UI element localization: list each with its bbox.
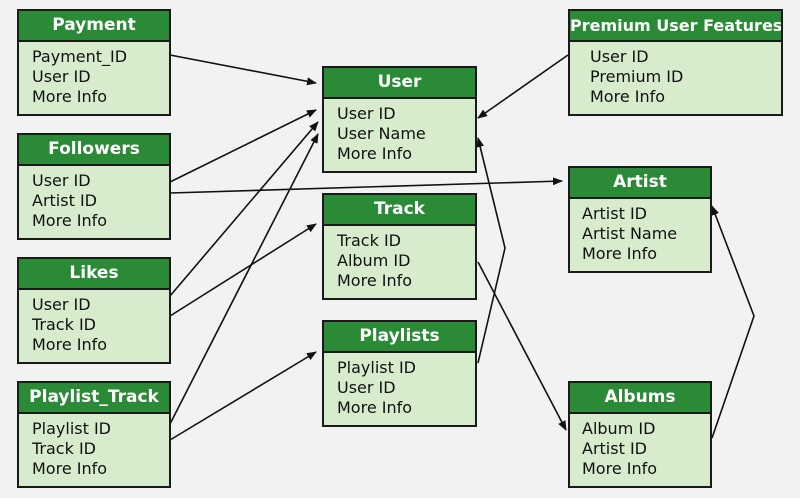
- entity-likes[interactable]: Likes User ID Track ID More Info: [17, 257, 171, 364]
- attribute: Playlist ID: [32, 419, 111, 438]
- attribute: User ID: [32, 295, 91, 314]
- entity-title: Premium User Features: [570, 11, 781, 42]
- attribute: More Info: [337, 271, 413, 290]
- attribute: Album ID: [582, 419, 656, 438]
- attribute: Premium ID: [590, 67, 684, 86]
- entity-playlists[interactable]: Playlists Playlist ID User ID More Info: [322, 320, 477, 427]
- entity-followers[interactable]: Followers User ID Artist ID More Info: [17, 133, 171, 240]
- link-followers-artist: [169, 177, 563, 194]
- attribute: User ID: [32, 67, 91, 86]
- attribute: Artist ID: [582, 204, 647, 223]
- entity-title: Payment: [19, 11, 169, 42]
- attribute: More Info: [32, 87, 108, 106]
- attribute: More Info: [590, 87, 666, 106]
- entity-title: Playlists: [324, 322, 475, 353]
- link-playlisttrack-playlists: [169, 351, 317, 441]
- attribute: More Info: [32, 459, 108, 478]
- attribute: Payment_ID: [32, 47, 128, 66]
- attribute: User Name: [337, 124, 426, 143]
- entity-title: Likes: [19, 259, 169, 290]
- link-likes-user: [169, 121, 319, 297]
- attribute: User ID: [590, 47, 649, 66]
- link-playlists-user: [476, 137, 506, 364]
- link-albums-artist: [711, 205, 755, 439]
- entity-track[interactable]: Track Track ID Album ID More Info: [322, 193, 477, 300]
- attribute: Track ID: [32, 315, 96, 334]
- entity-albums[interactable]: Albums Album ID Artist ID More Info: [568, 381, 712, 488]
- link-track-albums: [477, 261, 567, 431]
- attribute: Album ID: [337, 251, 411, 270]
- link-likes-track: [169, 223, 317, 317]
- link-premium-user: [477, 54, 569, 119]
- entity-premium-user-features[interactable]: Premium User Features User ID Premium ID…: [568, 9, 783, 116]
- attribute: User ID: [337, 378, 396, 397]
- entity-title: Track: [324, 195, 475, 226]
- attribute: Playlist ID: [337, 358, 416, 377]
- attribute: Artist ID: [582, 439, 647, 458]
- attribute: User ID: [32, 171, 91, 190]
- attribute: More Info: [582, 459, 658, 478]
- link-followers-user: [169, 109, 317, 183]
- entity-title: Playlist_Track: [19, 383, 169, 414]
- attribute: User ID: [337, 104, 396, 123]
- attribute: Artist ID: [32, 191, 97, 210]
- attribute: Track ID: [337, 231, 401, 250]
- attribute: More Info: [32, 335, 108, 354]
- entity-title: Artist: [570, 168, 710, 199]
- entity-payment[interactable]: Payment Payment_ID User ID More Info: [17, 9, 171, 116]
- entity-user[interactable]: User User ID User Name More Info: [322, 66, 477, 173]
- attribute: More Info: [32, 211, 108, 230]
- entity-artist[interactable]: Artist Artist ID Artist Name More Info: [568, 166, 712, 273]
- attribute: Artist Name: [582, 224, 678, 243]
- attribute: More Info: [582, 244, 658, 263]
- entity-title: User: [324, 68, 475, 99]
- attribute: Track ID: [32, 439, 96, 458]
- entity-title: Followers: [19, 135, 169, 166]
- link-playlisttrack-user: [169, 133, 319, 425]
- attribute: More Info: [337, 144, 413, 163]
- entity-title: Albums: [570, 383, 710, 414]
- entity-playlist-track[interactable]: Playlist_Track Playlist ID Track ID More…: [17, 381, 171, 488]
- link-payment-user: [169, 54, 317, 86]
- attribute: More Info: [337, 398, 413, 417]
